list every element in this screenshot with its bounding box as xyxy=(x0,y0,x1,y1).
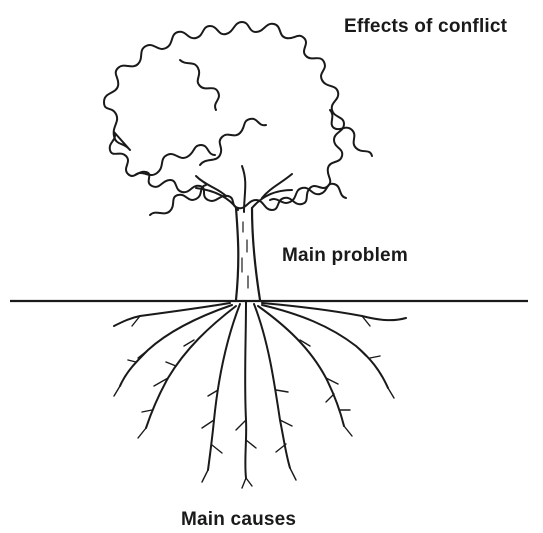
effects-of-conflict-label: Effects of conflict xyxy=(344,16,507,38)
trunk-right-edge xyxy=(252,208,260,300)
root-surface-left xyxy=(114,303,230,326)
tree-roots xyxy=(114,302,406,488)
crown-cluster-left xyxy=(135,145,215,175)
branch-center xyxy=(242,166,245,212)
crown-outline xyxy=(104,22,344,210)
root-center-right xyxy=(254,304,290,468)
crown-cluster-mid xyxy=(200,119,266,165)
root-center xyxy=(245,302,246,478)
main-problem-label: Main problem xyxy=(282,245,408,267)
trunk-left-edge xyxy=(236,208,238,300)
crown-cluster-right xyxy=(330,110,372,156)
tree-trunk xyxy=(236,208,260,300)
branch-left xyxy=(196,176,238,210)
tree-crown xyxy=(104,22,372,215)
crown-cluster-upper xyxy=(180,60,219,110)
trunk-texture xyxy=(242,222,248,288)
main-causes-label: Main causes xyxy=(181,509,296,531)
